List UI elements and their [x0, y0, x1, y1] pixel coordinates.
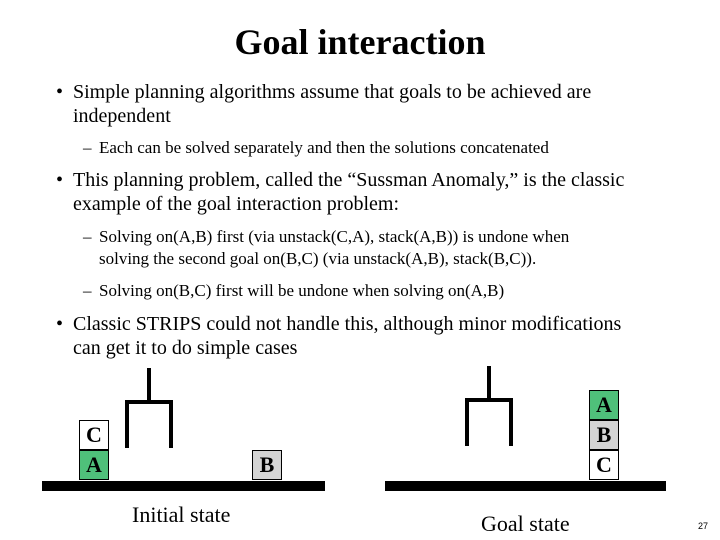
bullet-2-sub-1-line-2: solving the second goal on(B,C) (via uns… [99, 249, 537, 268]
robot-gripper-icon [465, 366, 513, 446]
dash-icon: – [83, 138, 92, 157]
block-a: A [589, 390, 619, 420]
table-surface [385, 481, 666, 491]
bullet-1-line-2: independent [73, 105, 171, 127]
robot-gripper-icon [125, 368, 173, 448]
bullet-2-sub-2: – Solving on(B,C) first will be undone w… [83, 280, 709, 302]
initial-state-caption: Initial state [132, 502, 231, 527]
bullet-dot-icon: • [56, 313, 64, 335]
bullet-dot-icon: • [56, 81, 64, 103]
page-number: 27 [697, 521, 708, 531]
block-c: C [589, 450, 619, 480]
bullet-2-sub-1-line-1: Solving on(A,B) first (via unstack(C,A),… [99, 227, 570, 246]
dash-icon: – [83, 281, 92, 300]
bullet-1-sub-1: – Each can be solved separately and then… [83, 137, 709, 159]
bullet-2-sub-2-line-1: Solving on(B,C) first will be undone whe… [99, 281, 505, 300]
bullet-1-sub-1-line-1: Each can be solved separately and then t… [99, 138, 549, 157]
goal-state-caption: Goal state [481, 511, 570, 536]
table-surface [42, 481, 325, 491]
dash-icon: – [83, 227, 92, 246]
bullet-1-line-1: Simple planning algorithms assume that g… [73, 81, 592, 103]
block-b: B [589, 420, 619, 450]
bullet-1: • Simple planning algorithms assume that… [56, 80, 713, 128]
bullet-dot-icon: • [56, 169, 64, 191]
block-c: C [79, 420, 109, 450]
bullet-2-line-1: This planning problem, called the “Sussm… [73, 169, 625, 191]
block-a: A [79, 450, 109, 480]
bullet-3-line-2: can get it to do simple cases [73, 337, 298, 359]
bullet-3: • Classic STRIPS could not handle this, … [56, 312, 713, 360]
bullet-2: • This planning problem, called the “Sus… [56, 168, 713, 216]
slide-title: Goal interaction [234, 22, 486, 62]
bullet-3-line-1: Classic STRIPS could not handle this, al… [73, 313, 622, 335]
bullet-2-line-2: example of the goal interaction problem: [73, 193, 399, 215]
block-b: B [252, 450, 282, 480]
bullet-2-sub-1: – Solving on(A,B) first (via unstack(C,A… [83, 226, 709, 270]
